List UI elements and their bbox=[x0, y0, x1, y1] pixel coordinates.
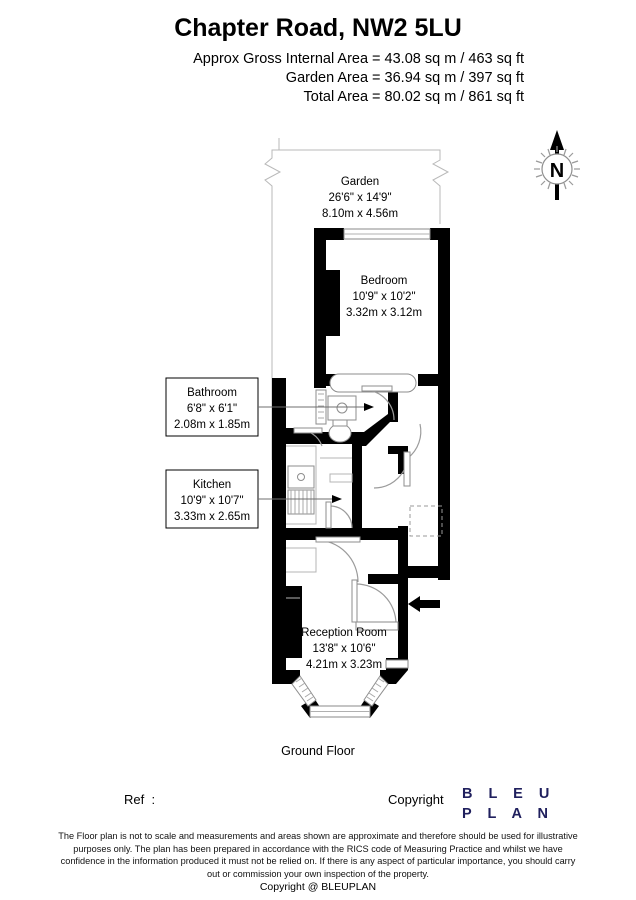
bedroom-metric: 3.32m x 3.12m bbox=[346, 307, 422, 319]
kitchen-imperial: 10'9" x 10'7" bbox=[180, 495, 243, 507]
hall-fixtures bbox=[286, 505, 443, 599]
building-walls bbox=[272, 228, 450, 718]
area-line-gross: Approx Gross Internal Area = 43.08 sq m … bbox=[193, 51, 524, 67]
room-label-garden: Garden 26'6" x 14'9" 8.10m x 4.56m bbox=[322, 176, 398, 220]
room-label-kitchen: Kitchen 10'9" x 10'7" 3.33m x 2.65m bbox=[165, 469, 342, 529]
plan-footer: Ground Floor Ref : Copyright B L E U P L… bbox=[0, 744, 636, 893]
disclaimer-text: The Floor plan is not to scale and measu… bbox=[58, 831, 578, 879]
room-label-reception: Reception Room 13'8" x 10'6" 4.21m x 3.2… bbox=[301, 627, 387, 671]
page-title: Chapter Road, NW2 5LU bbox=[174, 14, 462, 42]
reception-metric: 4.21m x 3.23m bbox=[306, 659, 382, 671]
copyright-bottom: Copyright @ BLEUPLAN bbox=[259, 881, 377, 894]
garden-name: Garden bbox=[341, 176, 379, 188]
bedroom-name: Bedroom bbox=[361, 275, 408, 287]
copyright-label: Copyright bbox=[388, 792, 444, 807]
reception-imperial: 13'8" x 10'6" bbox=[312, 643, 375, 655]
floor-plan-svg: N Garden 26'6" x 14'9" 8.10m x 4.56m bbox=[165, 130, 580, 718]
bay-side-right bbox=[363, 675, 389, 707]
garden-boundary bbox=[264, 138, 450, 460]
floor-name: Ground Floor bbox=[281, 744, 355, 758]
stair-void-outline bbox=[409, 505, 443, 537]
area-line-garden: Garden Area = 36.94 sq m / 397 sq ft bbox=[285, 70, 524, 86]
kitchen-fixtures bbox=[286, 445, 353, 525]
bathroom-name: Bathroom bbox=[187, 387, 237, 399]
garden-imperial: 26'6" x 14'9" bbox=[328, 192, 391, 204]
north-letter: N bbox=[550, 160, 564, 182]
north-arrow-icon: N bbox=[534, 130, 580, 200]
logo-line-2: P L A N bbox=[462, 806, 554, 822]
kitchen-name: Kitchen bbox=[193, 479, 231, 491]
bay-side-left bbox=[291, 675, 317, 707]
kitchen-label-box bbox=[165, 469, 259, 529]
entrance-arrow-icon bbox=[408, 596, 440, 612]
kitchen-metric: 3.33m x 2.65m bbox=[174, 511, 250, 523]
area-summary: Approx Gross Internal Area = 43.08 sq m … bbox=[0, 50, 636, 107]
room-label-bedroom: Bedroom 10'9" x 10'2" 3.32m x 3.12m bbox=[346, 275, 422, 319]
logo-line-1: B L E U bbox=[462, 786, 556, 802]
bathroom-imperial: 6'8" x 6'1" bbox=[187, 403, 237, 415]
plan-header: Chapter Road, NW2 5LU Approx Gross Inter… bbox=[0, 0, 636, 107]
toilet-icon bbox=[328, 423, 352, 443]
area-line-total: Total Area = 80.02 sq m / 861 sq ft bbox=[303, 89, 524, 105]
footer-row: Ref : Copyright B L E U P L A N bbox=[0, 784, 636, 828]
windows bbox=[291, 228, 431, 718]
bleuplan-logo: B L E U P L A N bbox=[462, 784, 555, 824]
bathroom-metric: 2.08m x 1.85m bbox=[174, 419, 250, 431]
bedroom-imperial: 10'9" x 10'2" bbox=[352, 291, 415, 303]
garden-metric: 8.10m x 4.56m bbox=[322, 208, 398, 220]
doors bbox=[293, 385, 422, 631]
room-label-bathroom: Bathroom 6'8" x 6'1" 2.08m x 1.85m bbox=[165, 377, 374, 437]
floor-plan-drawing: N Garden 26'6" x 14'9" 8.10m x 4.56m bbox=[0, 128, 636, 748]
reference-label: Ref : bbox=[124, 792, 156, 807]
reception-name: Reception Room bbox=[301, 627, 387, 639]
hob-icon bbox=[287, 489, 315, 515]
bathroom-label-box bbox=[165, 377, 259, 437]
bathtub-icon bbox=[329, 373, 417, 393]
